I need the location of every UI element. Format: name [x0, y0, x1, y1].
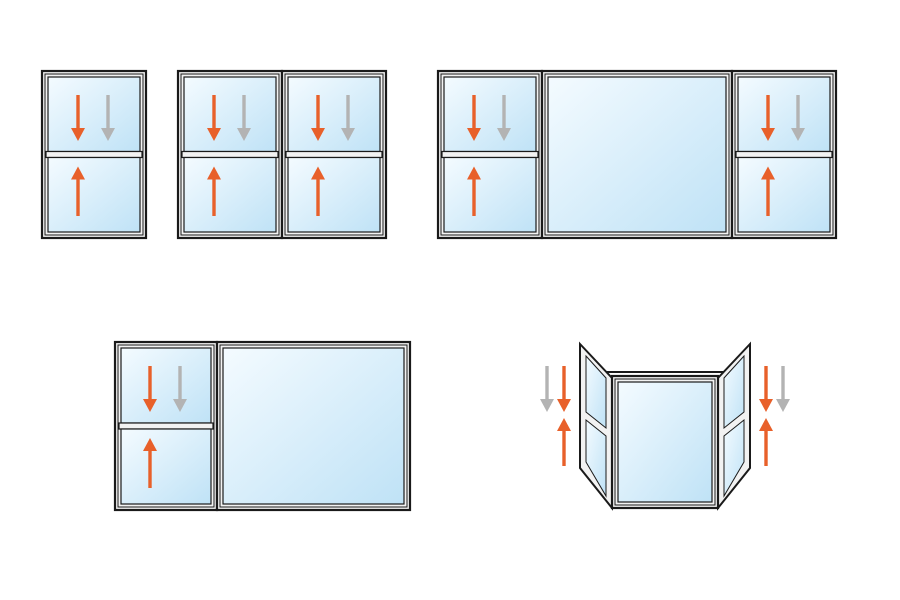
arrow-operable [761, 128, 775, 141]
arrow-fixed [341, 128, 355, 141]
glass-pane [723, 354, 745, 430]
glass-pane [737, 76, 831, 153]
glass-pane [617, 381, 713, 503]
glass-pane [443, 76, 537, 153]
window-frame-inner [734, 73, 834, 236]
config-single-hung-twin [176, 69, 388, 240]
arrow-operable [71, 128, 85, 141]
meeting-rail [441, 150, 539, 159]
meeting-rail [735, 150, 833, 159]
window-frame-inner [219, 344, 408, 508]
arrow-operable [71, 166, 85, 180]
arrow-fixed [540, 399, 554, 412]
glass-pane [723, 418, 745, 498]
meeting-rail [285, 150, 383, 159]
glass-pane [287, 76, 381, 153]
glass-pane [222, 347, 405, 505]
arrow-fixed [101, 128, 115, 141]
window-frame-inner [544, 73, 730, 236]
arrow-operable [467, 166, 481, 180]
arrow-operable [557, 418, 571, 431]
glass-pane [120, 428, 212, 505]
glass-pane [547, 76, 727, 233]
config-bay-window [540, 341, 790, 511]
arrow-operable [207, 166, 221, 180]
window-frame-inner [117, 344, 215, 508]
glass-pane [120, 347, 212, 424]
window-frame-inner [284, 73, 384, 236]
glass-pane [47, 156, 141, 233]
arrow-operable [759, 418, 773, 431]
arrow-operable [557, 399, 571, 412]
arrow-operable [143, 399, 157, 412]
arrow-fixed [497, 128, 511, 141]
glass-pane [287, 156, 381, 233]
glass-pane [183, 76, 277, 153]
glass-pane [585, 418, 607, 498]
arrow-fixed [173, 399, 187, 412]
arrow-operable [467, 128, 481, 141]
arrow-fixed [237, 128, 251, 141]
glass-pane [585, 354, 607, 430]
glass-pane [737, 156, 831, 233]
glass-pane [47, 76, 141, 153]
arrow-fixed [791, 128, 805, 141]
arrow-fixed [776, 399, 790, 412]
arrow-operable [311, 128, 325, 141]
arrow-operable [759, 399, 773, 412]
window-frame-inner [44, 73, 144, 236]
arrow-operable [761, 166, 775, 180]
glass-pane [183, 156, 277, 233]
meeting-rail [45, 150, 143, 159]
window-frame-inner [440, 73, 540, 236]
window-frame-inner [614, 378, 716, 506]
window-frame-inner [180, 73, 280, 236]
meeting-rail [118, 422, 214, 430]
glass-pane [443, 156, 537, 233]
config-picture-with-flankers [436, 69, 838, 240]
config-single-hung-with-picture [113, 340, 412, 512]
config-single-hung-single [40, 69, 148, 240]
arrow-operable [143, 438, 157, 451]
arrow-operable [311, 166, 325, 180]
arrow-operable [207, 128, 221, 141]
meeting-rail [181, 150, 279, 159]
